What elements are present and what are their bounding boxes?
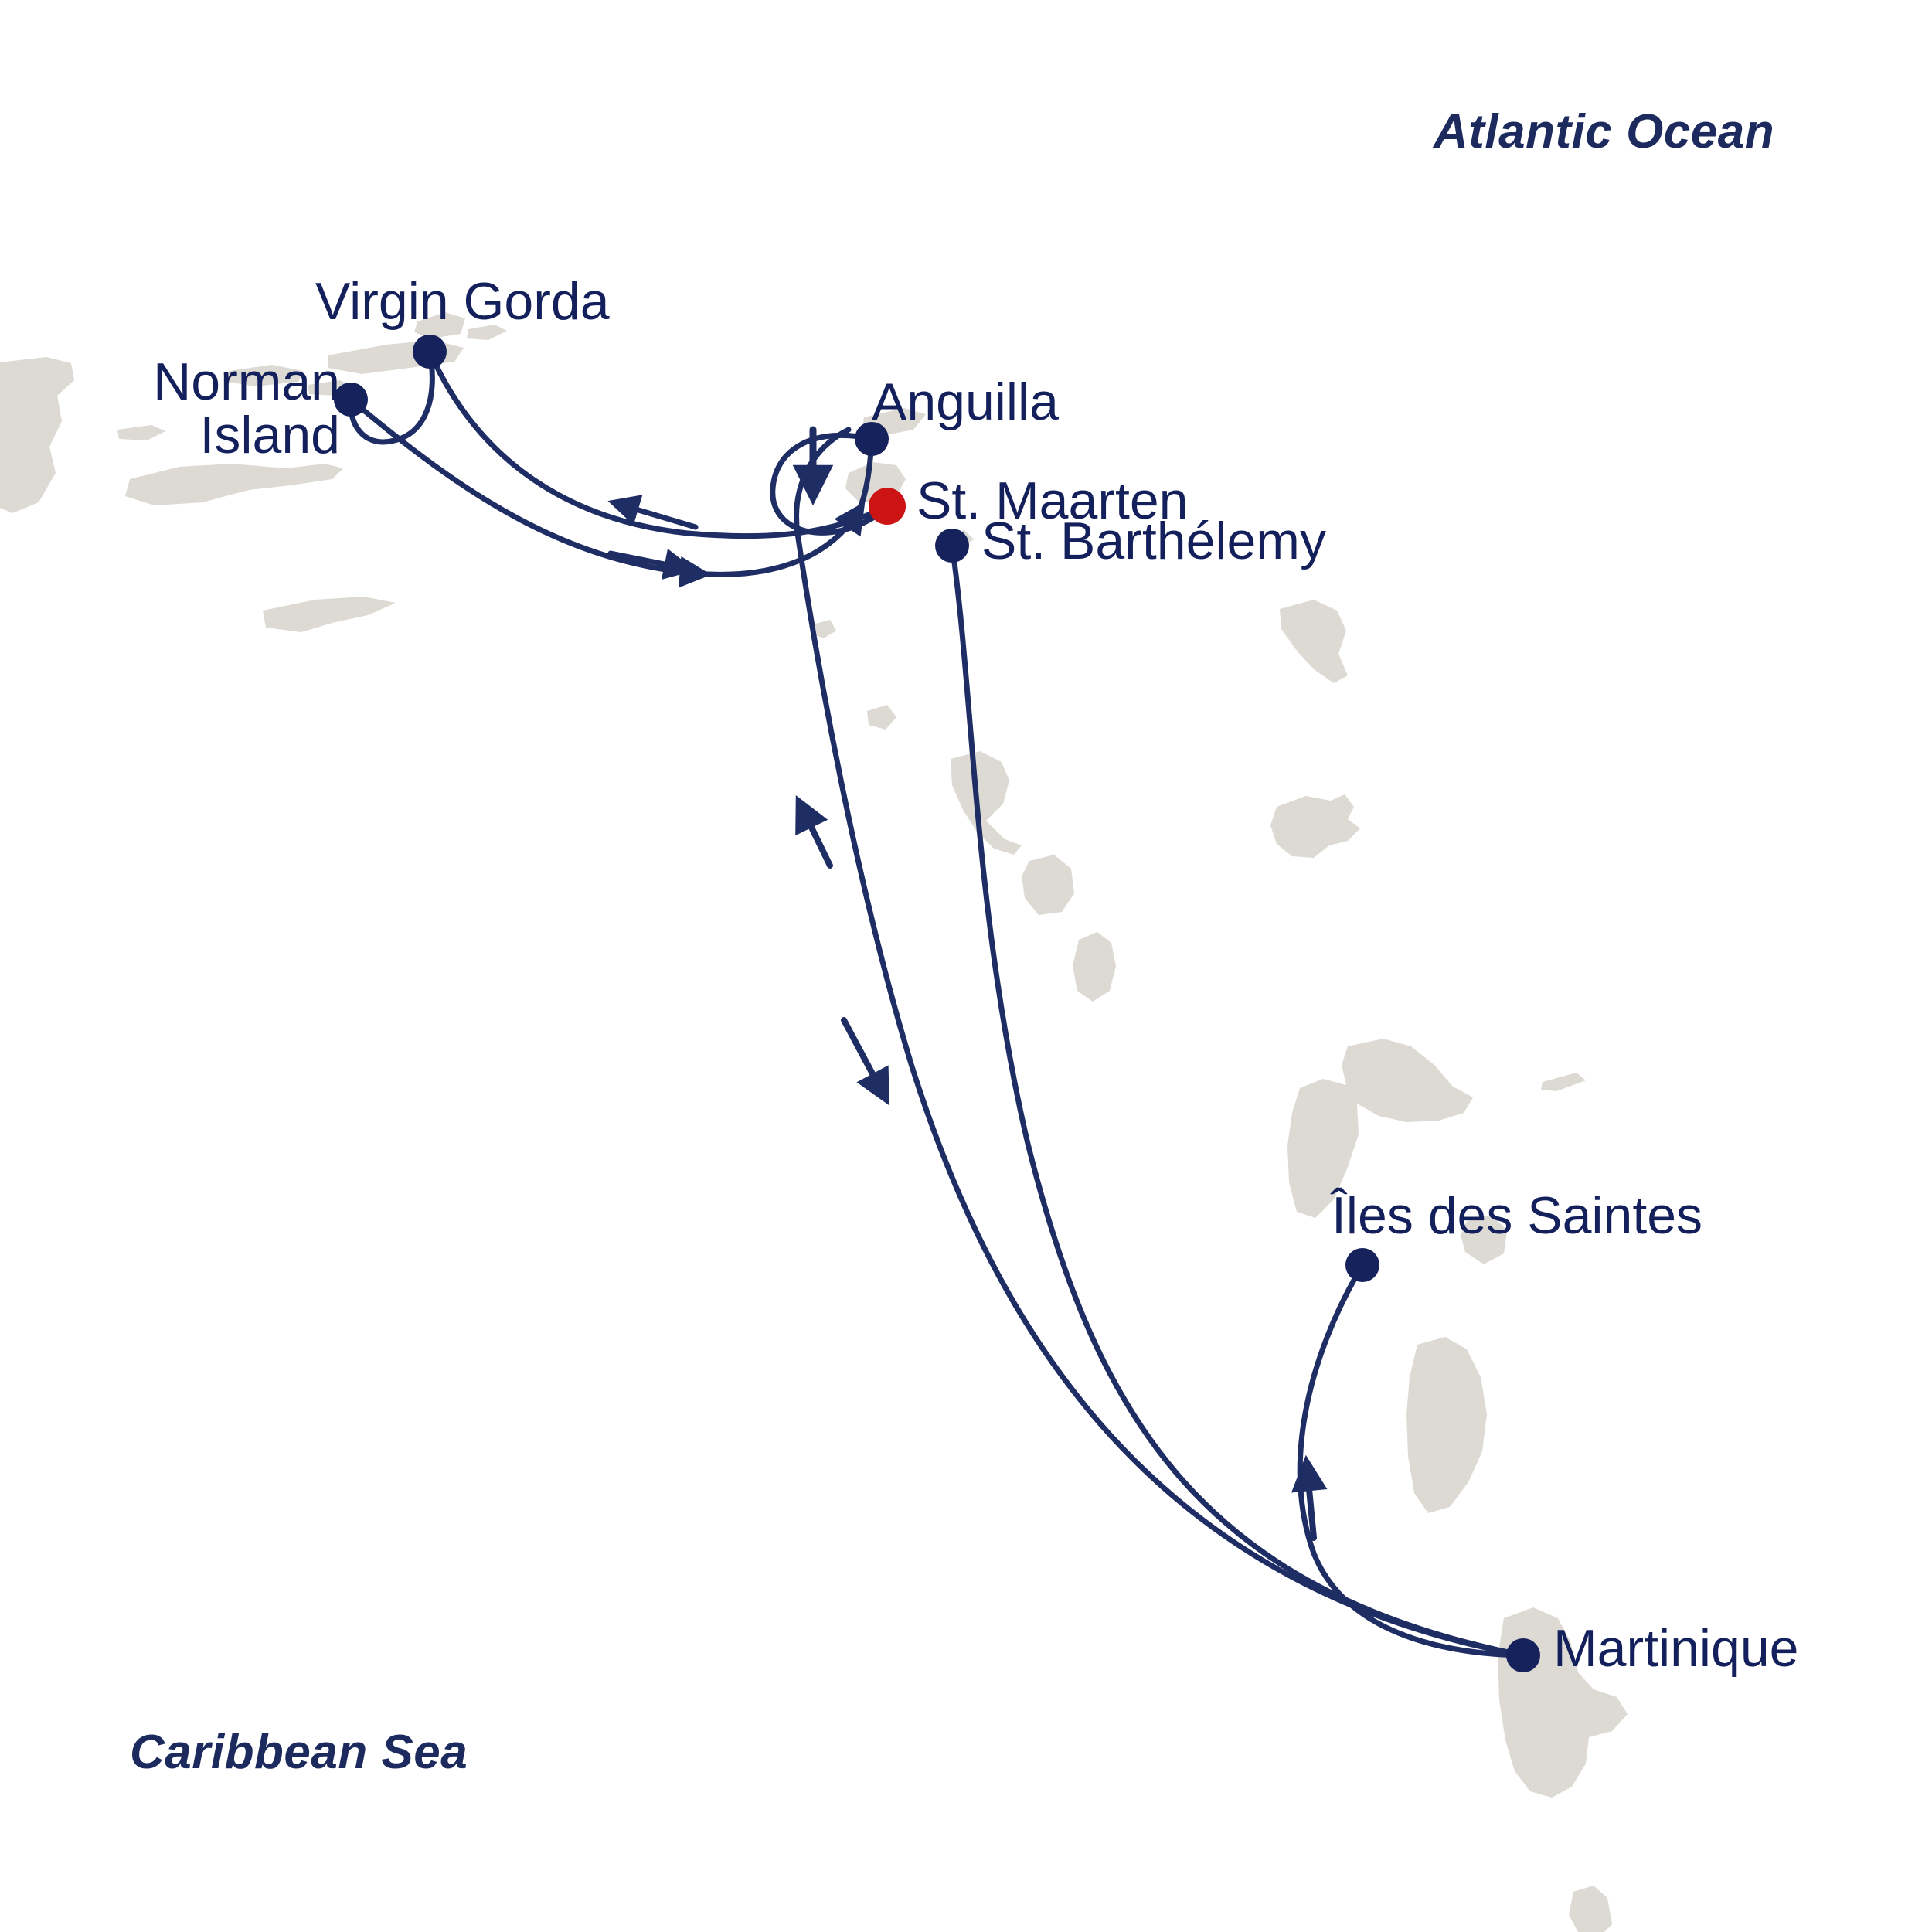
port-label-st-barthelemy: St. Barthélemy [981,512,1326,570]
island-nevis [1022,855,1074,915]
route-norman-island-to-anguilla[interactable] [348,396,875,588]
island-st-eustatius [867,705,896,730]
island-la-desirade [1541,1073,1586,1091]
island-st-lucia [1569,1886,1612,1932]
island-puerto-rico-east [0,357,74,513]
island-antigua [1270,794,1360,858]
island-guadeloupe-basse-terre [1287,1079,1359,1218]
port-dot-iles-des-saintes[interactable] [1345,1248,1379,1282]
port-dot-norman-island[interactable] [334,383,368,417]
island-st-kitts [951,751,1022,855]
route-arrow-east-to-anguilla [607,548,696,580]
island-barbuda [1280,600,1348,683]
route-arrow-west-to-virgin-gorda [607,495,699,530]
ocean-label-atlantic: Atlantic Ocean [1434,105,1775,158]
island-virgin-gorda-island [414,312,465,338]
ocean-label-caribbean: Caribbean Sea [130,1726,468,1779]
route-st-maarten-to-virgin-gorda[interactable] [427,349,890,539]
island-st-croix [263,597,396,632]
port-label-martinique: Martinique [1553,1619,1799,1678]
port-dot-virgin-gorda[interactable] [413,335,447,369]
port-label-norman-island-line1: Norman [153,352,340,411]
port-dot-st-maarten-start[interactable] [869,488,906,525]
port-dot-st-barthelemy[interactable] [935,529,969,563]
route-arrow-north-to-saintes [1291,1454,1328,1541]
port-label-anguilla: Anguilla [872,372,1059,431]
route-arrow-north-mid [795,795,833,869]
route-virgin-gorda-to-norman-island[interactable] [348,349,435,445]
port-label-iles-des-saintes: Îles des Saintes [1332,1186,1703,1245]
route-layer [348,349,1526,1658]
port-label-norman-island: Norman Island [0,355,340,463]
island-dominica [1406,1337,1487,1513]
port-dot-anguilla[interactable] [855,422,889,456]
island-st-thomas [227,365,303,386]
island-montserrat [1073,932,1116,1002]
route-iles-des-saintes-to-martinique[interactable] [1297,1262,1526,1658]
island-anegada [467,325,507,340]
port-dot-layer [334,335,1540,1672]
island-tortola [125,464,343,505]
route-arrow-south-mid [841,1017,889,1106]
route-martinique-to-st-barthelemy[interactable] [794,427,1526,1658]
island-saba [811,620,836,638]
port-label-norman-island-line2: Island [199,406,340,465]
island-marie-galante [1461,1215,1507,1264]
port-label-st-maarten: St. Maarten [917,471,1189,530]
island-guadeloupe-grande-terre [1342,1039,1473,1122]
port-dot-martinique[interactable] [1506,1638,1540,1672]
island-jost-van-dyke [117,425,165,440]
port-label-virgin-gorda: Virgin Gorda [315,272,610,331]
route-st-barthelemy-to-iles-des-saintes[interactable] [949,543,1526,1658]
